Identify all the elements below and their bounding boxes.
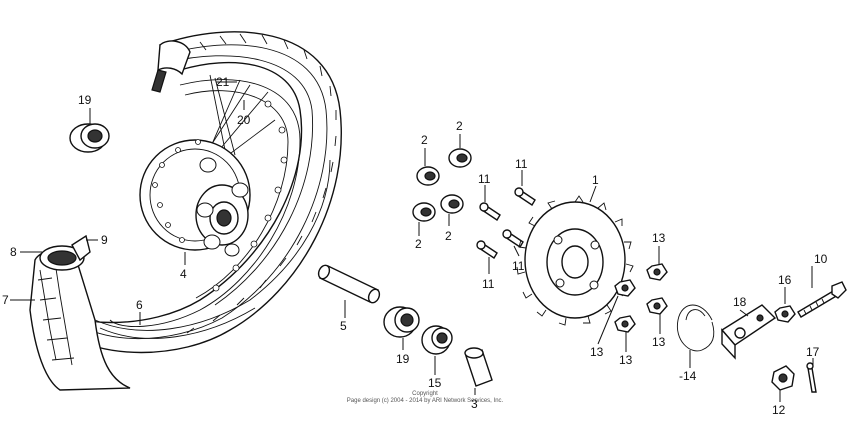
label-9: 9 xyxy=(101,233,108,247)
label-10: 10 xyxy=(814,252,828,266)
label-2: 2 xyxy=(445,229,452,243)
bolt-10 xyxy=(797,281,847,318)
tire-section xyxy=(29,234,131,391)
nuts-13 xyxy=(614,263,668,333)
sprocket xyxy=(516,195,634,326)
label-11: 11 xyxy=(515,157,528,171)
label-11: 11 xyxy=(482,277,495,291)
part-labels: 1 2 2 2 2 4 5 6 7 8 9 10 11 11 11 11 12 … xyxy=(2,75,828,417)
collar-3 xyxy=(464,347,493,387)
label-13: 13 xyxy=(652,335,666,349)
label-2: 2 xyxy=(456,119,463,133)
label-11: 11 xyxy=(512,259,525,273)
copyright-line-2: Page design (c) 2004 - 2014 by ARI Netwo… xyxy=(347,398,504,404)
label-2: 2 xyxy=(421,133,428,147)
hub xyxy=(139,139,251,257)
label-17: 17 xyxy=(806,345,820,359)
rim xyxy=(109,79,301,328)
bolts-11 xyxy=(476,187,536,259)
leader-lines xyxy=(10,81,814,402)
label-2: 2 xyxy=(415,237,422,251)
axle-sleeve xyxy=(317,264,381,304)
dampers-2 xyxy=(412,148,472,222)
label-20: 20 xyxy=(237,113,251,127)
label-7: 7 xyxy=(2,293,9,307)
copyright: Copyright Page design (c) 2004 - 2014 by… xyxy=(347,391,504,404)
label-11: 11 xyxy=(478,172,491,186)
nut-16 xyxy=(774,305,796,323)
label-19: 19 xyxy=(78,93,92,107)
label-12: 12 xyxy=(772,403,786,417)
label-18: 18 xyxy=(733,295,747,309)
label-6: 6 xyxy=(136,298,143,312)
label-19: 19 xyxy=(396,352,410,366)
label-3: 3 xyxy=(471,397,478,411)
bearing-19-top xyxy=(69,123,110,153)
label-5: 5 xyxy=(340,319,347,333)
label-4: 4 xyxy=(180,267,187,281)
label-14: -14 xyxy=(679,369,697,383)
label-8: 8 xyxy=(10,245,17,259)
castle-nut-12 xyxy=(771,365,795,391)
cotter-pin-17 xyxy=(806,362,817,393)
label-13: 13 xyxy=(652,231,666,245)
rim-band xyxy=(94,159,331,331)
snap-ring xyxy=(676,304,715,352)
label-16: 16 xyxy=(778,273,792,287)
copyright-line-1: Copyright xyxy=(412,391,438,397)
label-15: 15 xyxy=(428,376,442,390)
seal-15 xyxy=(421,325,453,355)
bearing-19-bottom xyxy=(383,306,420,338)
label-13: 13 xyxy=(590,345,604,359)
label-21: 21 xyxy=(216,75,230,89)
chain-adjuster xyxy=(720,304,777,360)
label-1: 1 xyxy=(592,173,599,187)
label-13: 13 xyxy=(619,353,633,367)
